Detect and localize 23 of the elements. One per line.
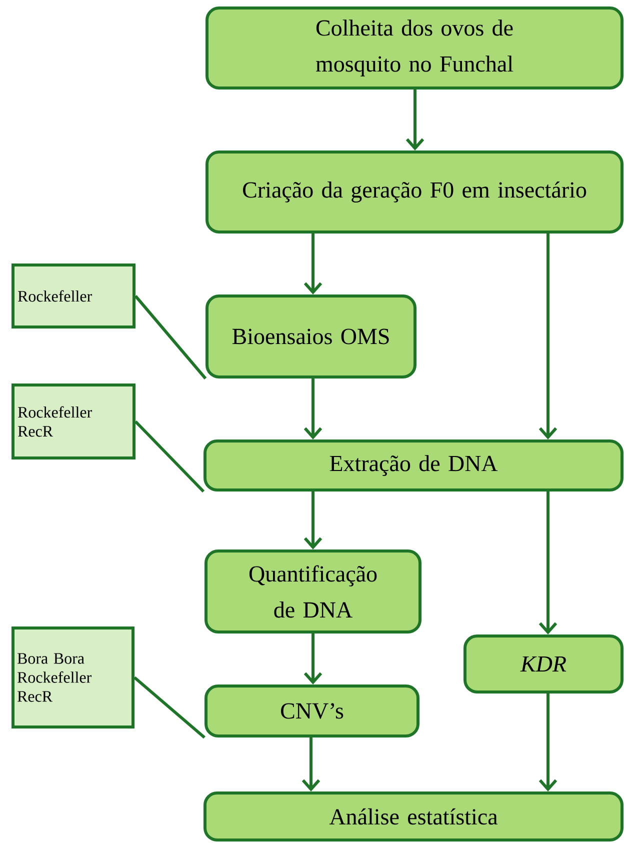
leader-line	[134, 295, 207, 380]
process-box: Criação da geração F0 em insectário	[206, 150, 624, 234]
arrow	[538, 234, 558, 440]
process-box: Análise estatística	[204, 792, 624, 842]
note-box: Rockefeller	[12, 264, 136, 328]
note-box: Rockefeller RecR	[12, 384, 136, 460]
arrow	[304, 492, 322, 550]
arrow	[538, 694, 558, 792]
process-box: Colheita dos ovos de mosquito no Funchal	[206, 6, 624, 90]
arrow	[304, 234, 322, 294]
note-box: Bora Bora Rockefeller RecR	[12, 626, 134, 728]
arrow	[304, 378, 322, 440]
process-box: KDR	[464, 634, 624, 694]
leader-line	[134, 676, 206, 739]
process-box: CNV’s	[204, 684, 420, 738]
process-box: Extração de DNA	[204, 440, 624, 492]
leader-line	[134, 420, 205, 493]
process-box: Bioensaios OMS	[206, 294, 416, 378]
arrow	[302, 738, 320, 792]
process-box: Quantificação de DNA	[204, 550, 422, 634]
arrow	[406, 90, 424, 150]
arrow	[304, 634, 322, 684]
arrow	[538, 492, 558, 634]
